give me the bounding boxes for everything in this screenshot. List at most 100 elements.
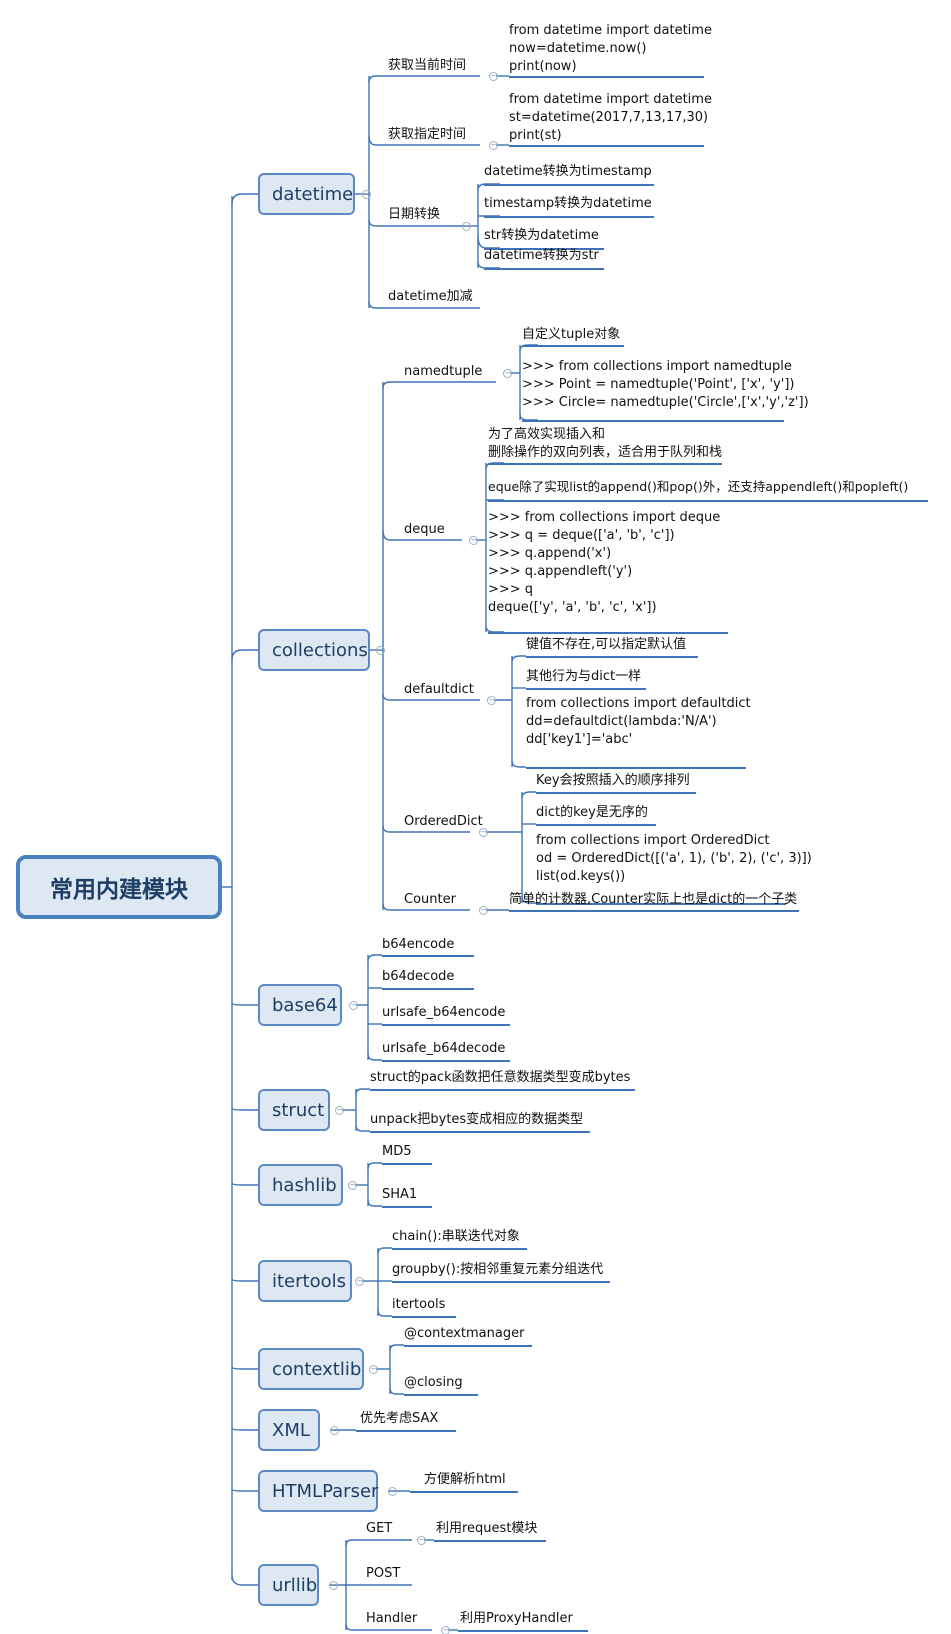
node-datetime[interactable]: datetime xyxy=(258,173,355,215)
collapse-icon[interactable]: − xyxy=(489,141,498,150)
collapse-icon[interactable]: − xyxy=(349,1001,358,1010)
itertools-item-1[interactable]: chain():串联迭代对象 xyxy=(392,1229,520,1244)
collapse-icon[interactable]: − xyxy=(489,72,498,81)
collapse-icon[interactable]: − xyxy=(388,1487,397,1496)
ordereddict-item-1[interactable]: Key会按照插入的顺序排列 xyxy=(536,773,690,788)
struct-item-2[interactable]: unpack把bytes变成相应的数据类型 xyxy=(370,1112,584,1127)
node-collections[interactable]: collections xyxy=(258,629,370,671)
base64-item-1[interactable]: b64encode xyxy=(382,937,455,952)
code-get-now[interactable]: from datetime import datetime now=dateti… xyxy=(509,23,712,74)
topic-date-convert[interactable]: 日期转换 xyxy=(388,207,441,222)
base64-item-4[interactable]: urlsafe_b64decode xyxy=(382,1041,506,1056)
collapse-icon[interactable]: − xyxy=(487,696,496,705)
urllib-get-desc[interactable]: 利用request模块 xyxy=(436,1521,538,1536)
urllib-get[interactable]: GET xyxy=(366,1521,393,1536)
underline xyxy=(382,1163,432,1165)
hashlib-item-2[interactable]: SHA1 xyxy=(382,1187,418,1202)
node-hashlib[interactable]: hashlib xyxy=(258,1164,343,1206)
topic-deque[interactable]: deque xyxy=(404,522,445,537)
base64-item-2[interactable]: b64decode xyxy=(382,969,455,984)
urllib-handler[interactable]: Handler xyxy=(366,1611,418,1626)
deque-note[interactable]: eque除了实现list的append()和pop()外，还支持appendle… xyxy=(488,479,909,494)
collapse-icon[interactable]: − xyxy=(330,1426,339,1435)
node-xml[interactable]: XML xyxy=(258,1409,320,1451)
deque-code[interactable]: >>> from collections import deque >>> q … xyxy=(488,510,721,615)
ordereddict-code[interactable]: from collections import OrderedDict od =… xyxy=(536,833,812,884)
root-topic-label: 常用内建模块 xyxy=(50,877,188,903)
counter-desc[interactable]: 简单的计数器,Counter实际上也是dict的一个子类 xyxy=(509,892,798,907)
itertools-item-2[interactable]: groupby():按相邻重复元素分组迭代 xyxy=(392,1262,604,1277)
underline xyxy=(404,1345,532,1347)
node-htmlparser[interactable]: HTMLParser xyxy=(258,1470,378,1512)
underline xyxy=(488,632,728,634)
underline xyxy=(392,1248,527,1250)
underline xyxy=(392,1281,610,1283)
topic-ordereddict[interactable]: OrderedDict xyxy=(404,814,483,829)
topic-get-specific[interactable]: 获取指定时间 xyxy=(388,127,467,142)
collapse-icon[interactable]: − xyxy=(329,1581,338,1590)
convert-item-3[interactable]: str转换为datetime xyxy=(484,228,599,243)
topic-datetime-arith[interactable]: datetime加减 xyxy=(388,289,473,304)
node-struct[interactable]: struct xyxy=(258,1089,330,1131)
urllib-post[interactable]: POST xyxy=(366,1566,401,1581)
underline xyxy=(484,184,654,186)
convert-item-1[interactable]: datetime转换为timestamp xyxy=(484,164,652,179)
ordereddict-item-2[interactable]: dict的key是无序的 xyxy=(536,805,648,820)
underline xyxy=(526,656,698,658)
node-itertools[interactable]: itertools xyxy=(258,1260,352,1302)
collapse-icon[interactable]: − xyxy=(462,222,471,231)
underline xyxy=(526,688,646,690)
collapse-icon[interactable]: − xyxy=(503,369,512,378)
node-label: hashlib xyxy=(272,1174,337,1196)
collapse-icon[interactable]: − xyxy=(441,1626,450,1634)
itertools-item-3[interactable]: itertools xyxy=(392,1297,446,1312)
defaultdict-item-1[interactable]: 键值不存在,可以指定默认值 xyxy=(526,637,687,652)
underline xyxy=(382,988,474,990)
node-urllib[interactable]: urllib xyxy=(258,1564,319,1606)
contextlib-item-1[interactable]: @contextmanager xyxy=(404,1326,525,1341)
collapse-icon[interactable]: − xyxy=(369,1365,378,1374)
topic-get-now[interactable]: 获取当前时间 xyxy=(388,58,467,73)
defaultdict-item-2[interactable]: 其他行为与dict一样 xyxy=(526,669,642,684)
collapse-icon[interactable]: − xyxy=(335,1106,344,1115)
collapse-icon[interactable]: − xyxy=(479,906,488,915)
struct-item-1[interactable]: struct的pack函数把任意数据类型变成bytes xyxy=(370,1070,631,1085)
underline xyxy=(410,1491,518,1493)
xml-item-1[interactable]: 优先考虑SAX xyxy=(360,1411,439,1426)
underline xyxy=(484,268,604,270)
topic-namedtuple[interactable]: namedtuple xyxy=(404,364,483,379)
contextlib-item-2[interactable]: @closing xyxy=(404,1375,463,1390)
convert-item-4[interactable]: datetime转换为str xyxy=(484,248,599,263)
underline xyxy=(488,463,722,465)
node-contextlib[interactable]: contextlib xyxy=(258,1348,364,1390)
collapse-icon[interactable]: − xyxy=(469,536,478,545)
root-topic[interactable]: 常用内建模块 xyxy=(16,855,222,919)
urllib-handler-desc[interactable]: 利用ProxyHandler xyxy=(460,1611,573,1626)
node-label: datetime xyxy=(272,183,354,205)
convert-item-2[interactable]: timestamp转换为datetime xyxy=(484,196,652,211)
deque-desc[interactable]: 为了高效实现插入和 删除操作的双向列表，适合用于队列和栈 xyxy=(488,427,723,460)
defaultdict-code[interactable]: from collections import defaultdict dd=d… xyxy=(526,696,751,747)
node-base64[interactable]: base64 xyxy=(258,984,342,1026)
collapse-icon[interactable]: − xyxy=(355,1277,364,1286)
htmlparser-item-1[interactable]: 方便解析html xyxy=(424,1472,506,1487)
topic-counter[interactable]: Counter xyxy=(404,892,456,907)
underline xyxy=(382,955,474,957)
hashlib-item-1[interactable]: MD5 xyxy=(382,1144,412,1159)
underline xyxy=(382,1060,510,1062)
underline xyxy=(458,1630,588,1632)
namedtuple-code[interactable]: >>> from collections import namedtuple >… xyxy=(522,359,809,410)
underline xyxy=(382,1024,510,1026)
collapse-icon[interactable]: − xyxy=(376,646,385,655)
base64-item-3[interactable]: urlsafe_b64encode xyxy=(382,1005,506,1020)
underline xyxy=(522,420,784,422)
collapse-icon[interactable]: − xyxy=(479,828,488,837)
collapse-icon[interactable]: − xyxy=(348,1181,357,1190)
collapse-icon[interactable]: − xyxy=(362,190,371,199)
node-label: itertools xyxy=(272,1270,346,1292)
code-get-specific[interactable]: from datetime import datetime st=datetim… xyxy=(509,92,712,143)
namedtuple-desc[interactable]: 自定义tuple对象 xyxy=(522,327,621,342)
topic-defaultdict[interactable]: defaultdict xyxy=(404,682,474,697)
underline xyxy=(382,1206,432,1208)
collapse-icon[interactable]: − xyxy=(417,1536,426,1545)
